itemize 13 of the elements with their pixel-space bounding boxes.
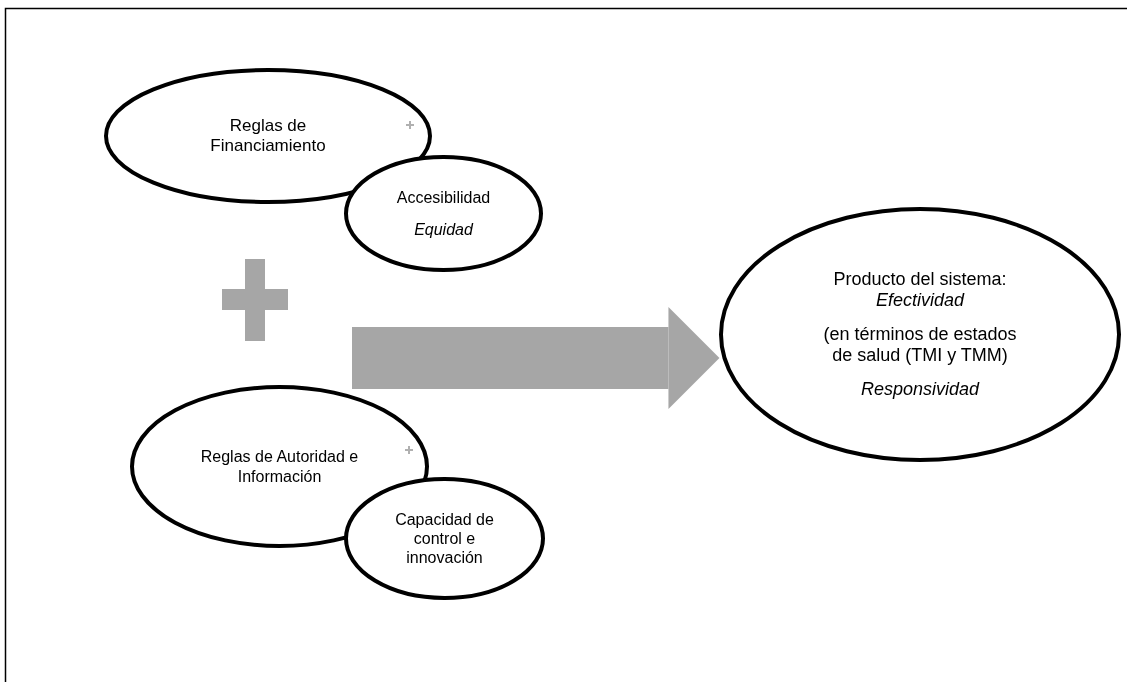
ellipse-node — [719, 207, 1121, 462]
node-label: Producto del sistema: Efectividad — [832, 268, 1008, 312]
ellipse-node — [344, 477, 545, 600]
node-label: Reglas de Autoridad e Información — [199, 447, 360, 486]
block-arrow — [352, 307, 720, 409]
node-label: Reglas de Financiamiento — [209, 115, 327, 157]
node-label: Equidad — [414, 219, 473, 239]
node-label: Accesibilidad — [396, 188, 491, 208]
node-label: Responsividad — [860, 378, 980, 401]
plus-sign — [222, 259, 288, 341]
node-label: Capacidad de control e innovación — [394, 509, 495, 568]
node-label: (en términos de estados de salud (TMI y TMM) — [822, 323, 1018, 367]
ellipse-node — [344, 155, 543, 272]
